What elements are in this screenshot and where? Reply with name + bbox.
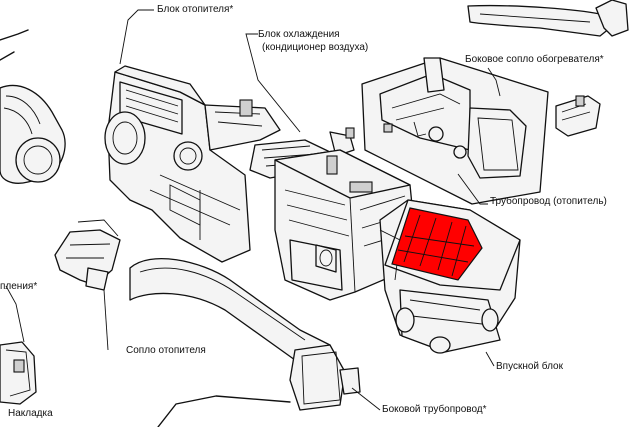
side-heater-nozzle-drawing [555, 95, 601, 137]
heater-unit-drawing [104, 65, 281, 263]
bottom-rail [157, 395, 291, 427]
left-bracket-drawing [54, 219, 121, 291]
label-cooling-unit-line2: (кондиционер воздуха) [262, 42, 369, 53]
leader-lines [5, 9, 501, 411]
label-side-heater-nozzle: Боковое сопло обогревателя* [465, 54, 604, 65]
upper-left-duct-fragment [0, 29, 29, 61]
label-heater-nozzle-left: пления* [0, 281, 38, 292]
left-hose [0, 84, 66, 184]
label-cover: Накладка [8, 408, 53, 419]
cooling-unit-drawing [274, 149, 419, 301]
top-right-duct-drawing [467, 0, 629, 37]
label-side-duct: Боковой трубопровод* [382, 404, 487, 415]
label-heater-duct: Трубопровод (отопитель) [490, 196, 607, 207]
label-cooling-unit-line1: Блок охлаждения [258, 29, 340, 40]
cover-drawing [0, 341, 37, 405]
label-heater-unit: Блок отопителя* [157, 4, 234, 15]
inset-detail [361, 57, 549, 205]
label-intake-unit: Впускной блок [496, 361, 563, 372]
label-heater-nozzle: Сопло отопителя [126, 345, 206, 356]
heater-nozzle-drawing [129, 257, 361, 411]
cabin-filter-highlight [391, 207, 483, 281]
